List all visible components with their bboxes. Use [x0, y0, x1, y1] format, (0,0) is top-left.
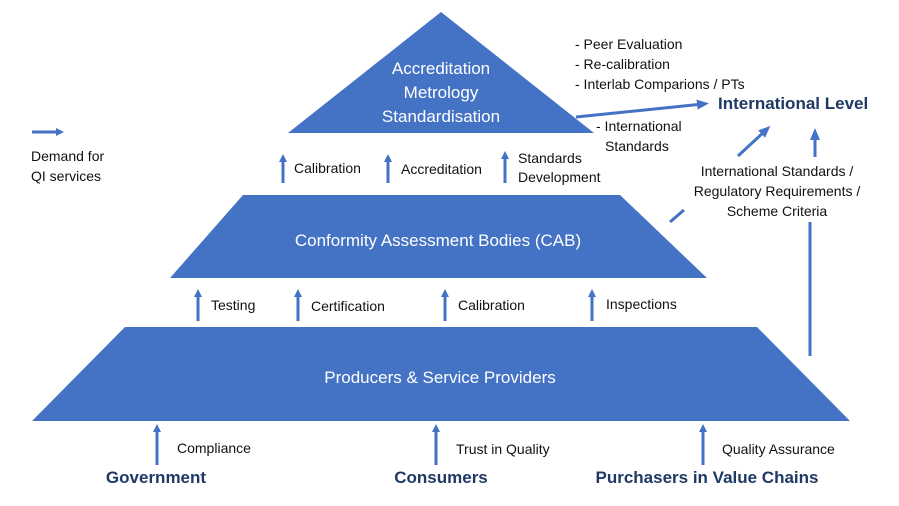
international-standards-line1: - International — [596, 118, 682, 134]
peer-evaluation: - Peer Evaluation — [575, 36, 682, 52]
stakeholder-consumers: Consumers — [394, 468, 488, 487]
top-input-accreditation: Accreditation — [401, 161, 482, 177]
requirements-line2: Regulatory Requirements / — [694, 183, 861, 199]
top-label-standardisation: Standardisation — [382, 107, 500, 126]
international-level-title: International Level — [718, 94, 868, 113]
top-input-development: Development — [518, 169, 601, 185]
international-standards-line2: Standards — [605, 138, 669, 154]
top-triangle — [288, 12, 594, 133]
middle-input-certification: Certification — [311, 298, 385, 314]
middle-input-testing: Testing — [211, 297, 255, 313]
bottom-input-trust: Trust in Quality — [456, 441, 550, 457]
top-label-metrology: Metrology — [404, 83, 479, 102]
middle-input-calibration: Calibration — [458, 297, 525, 313]
up-arrow-icons-top — [279, 151, 509, 183]
legend-line1: Demand for — [31, 148, 104, 164]
stakeholder-government: Government — [106, 468, 206, 487]
diagonal-arrow-icon — [669, 208, 685, 224]
middle-input-inspections: Inspections — [606, 296, 677, 312]
diagonal-arrow-upper-icon — [736, 125, 771, 158]
middle-trapezoid — [170, 195, 707, 278]
top-label-accreditation: Accreditation — [392, 59, 490, 78]
up-arrow-icons-bottom — [153, 424, 707, 465]
top-input-standards: Standards — [518, 150, 582, 166]
requirements-line1: International Standards / — [701, 163, 854, 179]
arrow-to-international-icon — [575, 99, 709, 119]
stakeholder-purchasers: Purchasers in Value Chains — [596, 468, 819, 487]
re-calibration: - Re-calibration — [575, 56, 670, 72]
legend-line2: QI services — [31, 168, 101, 184]
interlab-comparisons: - Interlab Comparions / PTs — [575, 76, 745, 92]
bottom-label: Producers & Service Providers — [324, 368, 555, 387]
bottom-input-compliance: Compliance — [177, 440, 251, 456]
middle-label: Conformity Assessment Bodies (CAB) — [295, 231, 581, 250]
bottom-trapezoid — [32, 327, 850, 421]
up-arrow-icons-middle — [194, 289, 596, 321]
top-input-calibration: Calibration — [294, 160, 361, 176]
bottom-input-quality-assurance: Quality Assurance — [722, 441, 835, 457]
requirements-line3: Scheme Criteria — [727, 203, 828, 219]
